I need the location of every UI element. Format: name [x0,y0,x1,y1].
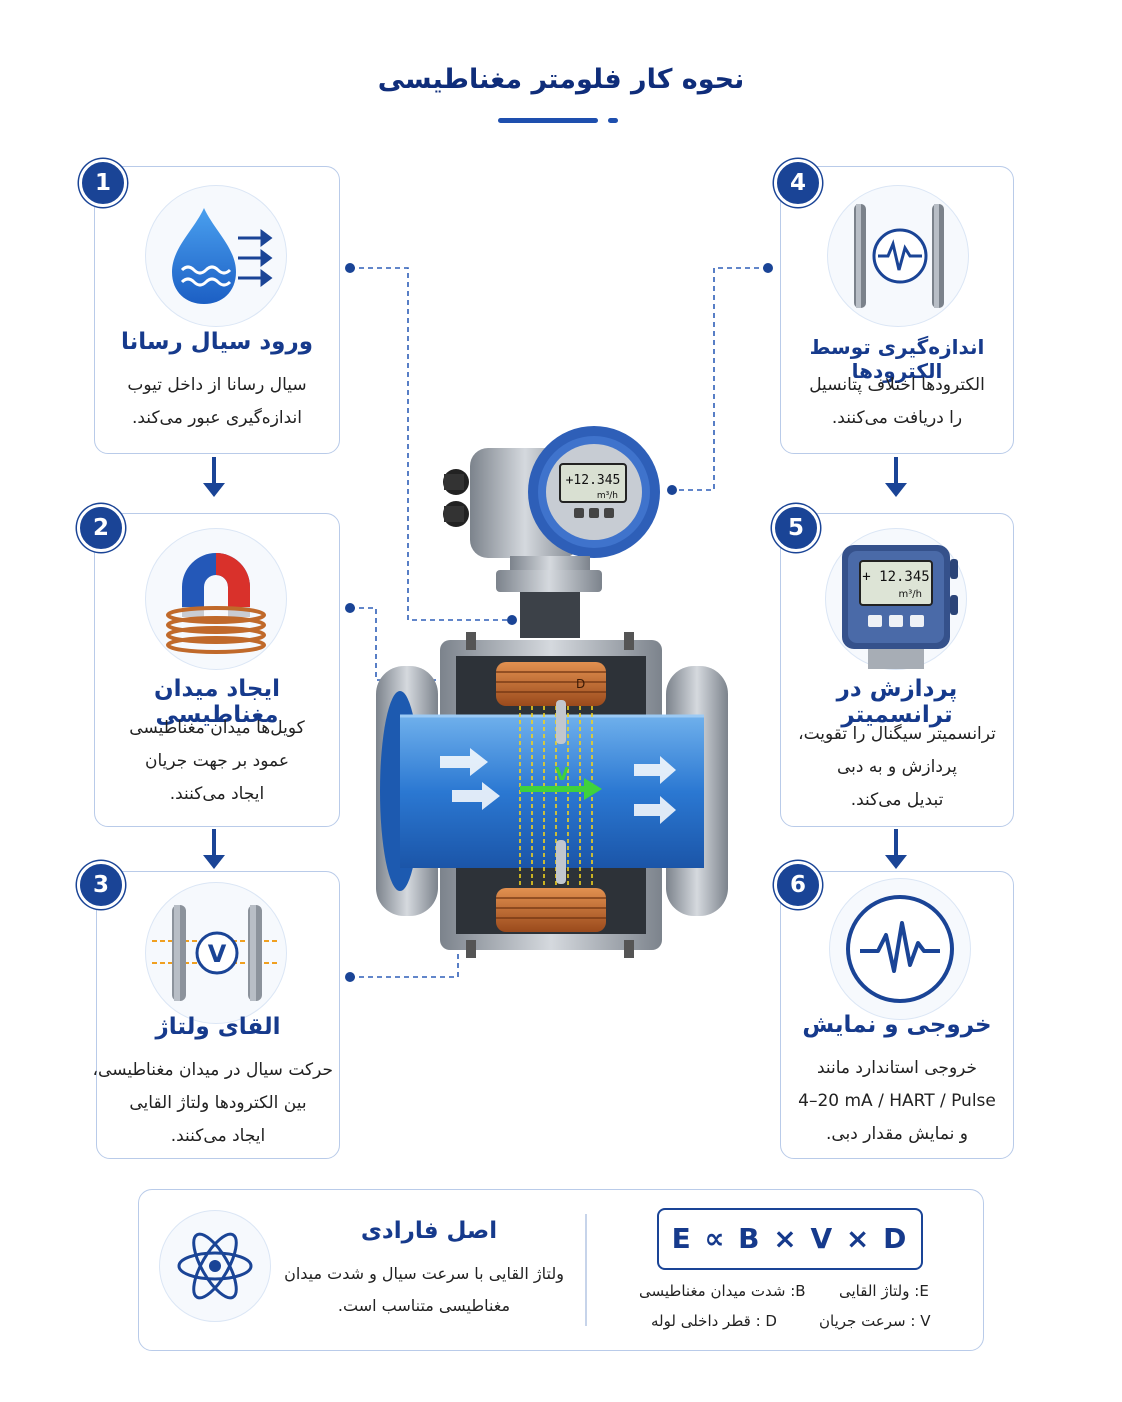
legend-e: E: ولتاژ القایی [839,1282,929,1300]
atom-icon [177,1232,253,1300]
legend-b: B: شدت میدان مغناطیسی [639,1282,806,1300]
step-card-4: اندازه‌گیری توسط الکترودها الکترودها اخت… [780,166,1014,454]
step-card-6: خروجی و نمایش خروجی استاندارد مانند 4–20… [780,871,1014,1159]
svg-text:V: V [208,940,227,968]
step-2-line: ایجاد می‌کنند. [169,784,265,804]
step-2-line: کویل‌ها میدان مغناطیسی [129,718,305,738]
panel-divider [585,1214,587,1326]
faraday-line: مغناطیسی متناسب است. [337,1296,511,1315]
transmitter-icon: + 12.345 m³/h [842,545,958,669]
faraday-line: ولتاژ القایی با سرعت سیال و شدت میدان [284,1264,564,1283]
legend-v: V : سرعت جریان [819,1312,931,1330]
signal-wave-icon [846,895,954,1003]
step-card-1: ورود سیال رسانا سیال رسانا از داخل تیوب … [94,166,340,454]
title-underline-dot [608,118,618,123]
step-6-description: خروجی استاندارد مانند 4–20 mA / HART / P… [787,1052,1007,1151]
legend-d: D : قطر داخلی لوله [651,1312,777,1330]
step-1-line: اندازه‌گیری عبور می‌کند. [131,408,303,428]
step-3-illustration: V [145,882,287,1024]
step-number-1: 1 [79,159,127,207]
step-6-line: 4–20 mA / HART / Pulse [798,1091,996,1111]
page-title: نحوه کار فلومتر مغناطیسی [377,64,745,95]
faraday-description: ولتاژ القایی با سرعت سیال و شدت میدان مغ… [279,1258,569,1322]
faraday-title: اصل فارادی [360,1218,498,1244]
step-number-5: 5 [772,504,820,552]
step-4-title: اندازه‌گیری توسط الکترودها [809,335,985,383]
step-6-line: و نمایش مقدار دبی. [825,1124,968,1144]
step-2-illustration [145,528,287,670]
step-6-title: خروجی و نمایش [802,1012,992,1038]
coil-label: D [576,677,585,691]
step-5-line: ترانسمیتر سیگنال را تقویت، [798,724,996,744]
step-1-line: سیال رسانا از داخل تیوب [127,375,307,395]
atom-illustration [159,1210,271,1322]
step-4-illustration [827,185,969,327]
step-2-description: کویل‌ها میدان مغناطیسی عمود بر جهت جریان… [101,712,333,811]
faraday-principle-panel: اصل فارادی ولتاژ القایی با سرعت سیال و ش… [138,1189,984,1351]
step-3-line: حرکت سیال در میدان مغناطیسی، [92,1060,333,1080]
step-number-3: 3 [77,861,125,909]
step-5-line: تبدیل می‌کند. [850,790,944,810]
magnet-coil-icon [166,553,266,654]
meter-display-value: +12.345 [566,473,621,488]
meter-display-unit: m³/h [597,491,618,501]
transmitter-value: + 12.345 [862,569,929,585]
step-card-2: ایجاد میدان مغناطیسی کویل‌ها میدان مغناط… [94,513,340,827]
water-drop-icon [172,208,273,304]
step-2-line: عمود بر جهت جریان [145,751,289,771]
flowmeter-illustration: +12.345 m³/h D V [376,426,728,958]
step-1-illustration [145,185,287,327]
step-6-line: خروجی استاندارد مانند [816,1058,978,1078]
step-5-title: پردازش در ترانسمیتر [836,676,958,728]
voltage-electrodes-icon: V [152,905,280,1001]
step-4-description: الکترودها اختلاف پتانسیل را دریافت می‌کن… [787,369,1007,435]
step-3-line: ایجاد می‌کنند. [170,1126,266,1146]
step-5-illustration: + 12.345 m³/h [825,528,967,670]
step-card-5: + 12.345 m³/h پردازش در ترانسمیتر ترانسم… [780,513,1014,827]
step-6-illustration [829,878,971,1020]
step-1-title: ورود سیال رسانا [120,329,314,355]
step-2-title: ایجاد میدان مغناطیسی [154,676,280,728]
step-number-2: 2 [77,504,125,552]
step-4-line: را دریافت می‌کنند. [831,408,963,428]
step-3-line: بین الکترودها ولتاژ القایی [129,1093,307,1113]
step-5-line: پردازش و به دبی [836,757,958,777]
transmitter-unit: m³/h [899,589,922,600]
step-3-title: القای ولتاژ [155,1014,281,1040]
step-3-description: حرکت سیال در میدان مغناطیسی، بین الکترود… [92,1054,333,1153]
step-1-description: سیال رسانا از داخل تیوب اندازه‌گیری عبور… [101,369,333,435]
step-5-description: ترانسمیتر سیگنال را تقویت، پردازش و به د… [787,718,1007,817]
title-underline [498,118,598,123]
step-4-line: الکترودها اختلاف پتانسیل [809,375,985,395]
velocity-label: V [555,764,569,785]
step-card-3: V القای ولتاژ حرکت سیال در میدان مغناطیس… [92,871,340,1159]
electrodes-signal-icon [854,204,944,308]
step-number-4: 4 [774,159,822,207]
faraday-formula: E ∝ B × V × D [657,1208,923,1270]
step-number-6: 6 [774,861,822,909]
